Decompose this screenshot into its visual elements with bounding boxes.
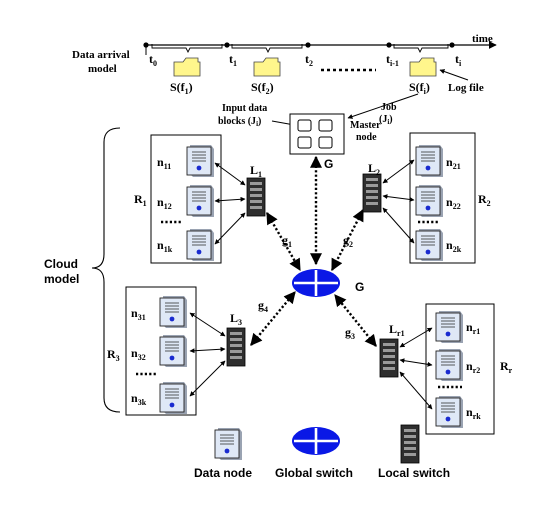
- file-label-i: S(fi): [409, 80, 430, 96]
- job-label-line2: (Ji): [379, 114, 393, 126]
- data-node-icon: [435, 348, 464, 382]
- rack-label: R2: [478, 192, 491, 208]
- data-node-icon: [415, 144, 444, 178]
- global-link-g4: [250, 291, 296, 346]
- node-label: n1k: [157, 238, 173, 254]
- legend-global-switch: Global switch: [275, 466, 353, 480]
- master-label-line2: node: [356, 132, 377, 143]
- timeline-label-line1: Data arrival: [72, 49, 130, 61]
- master-node: Input data blocks (Ji) Master node G: [218, 103, 381, 266]
- data-node-icon: [415, 228, 444, 262]
- legend: Data node Global switch Local switch: [194, 424, 450, 480]
- tick-dot: [305, 42, 311, 48]
- folder-icon: [409, 57, 437, 77]
- tick-dot: [386, 42, 392, 48]
- node-label: n2k: [446, 238, 462, 254]
- data-node-icon: [159, 334, 188, 368]
- global-switch: G: [290, 267, 364, 299]
- local-switch-icon: [362, 173, 382, 213]
- input-blocks-line2: blocks (Ji): [218, 116, 261, 128]
- time-axis-label: time: [472, 33, 493, 45]
- data-node-icon: [214, 427, 243, 461]
- data-node-icon: [159, 381, 188, 415]
- data-node-icon: [435, 395, 464, 429]
- cloud-model: Cloud model: [44, 127, 121, 413]
- rack-rr: nr1 nr2 nrk Rr Lr1 g3: [345, 303, 513, 435]
- node-label: n3k: [131, 391, 147, 407]
- local-switch-label: L2: [368, 161, 380, 177]
- node-label: n12: [157, 195, 172, 211]
- timeline-label-line2: model: [88, 63, 117, 75]
- tick-t0: t0: [149, 52, 157, 68]
- global-switch-label: G: [355, 280, 364, 294]
- node-label: n22: [446, 195, 461, 211]
- local-switch-label: L3: [230, 311, 242, 327]
- global-link-g3: [334, 294, 377, 347]
- tick-dot: [224, 42, 230, 48]
- data-node-icon: [415, 184, 444, 218]
- node-label: n11: [157, 155, 171, 171]
- master-label-line1: Master: [350, 120, 381, 131]
- tick-t1: t1: [229, 52, 237, 68]
- node-label: nrk: [466, 405, 481, 421]
- cloud-label-line1: Cloud: [44, 257, 78, 271]
- log-file-arrow: [439, 69, 469, 81]
- rack-label: Rr: [500, 359, 513, 375]
- folder-icon: [253, 57, 281, 77]
- job-arrow: [347, 93, 419, 119]
- link-label: g1: [282, 233, 292, 249]
- timeline: Data arrival model time t0 t1 t2 ti-1 ti…: [72, 33, 497, 126]
- node-label: n32: [131, 346, 146, 362]
- data-node-icon: [435, 310, 464, 344]
- legend-data-node: Data node: [194, 466, 252, 480]
- local-switch-icon: [246, 177, 266, 217]
- master-link-label: G: [324, 157, 333, 171]
- folder-icon: [173, 57, 201, 77]
- rack-r3: n31 n32 n3k R3 L3 g4: [107, 286, 268, 416]
- data-node-icon: [159, 295, 188, 329]
- tick-ti: ti: [455, 52, 462, 68]
- tick-ti-1: ti-1: [386, 52, 399, 68]
- input-blocks-line1: Input data: [222, 103, 267, 114]
- rack-r2: n21 n22 n2k R2 L2 g2: [343, 132, 491, 264]
- node-label: n21: [446, 155, 461, 171]
- master-node-box: [289, 113, 345, 155]
- local-switch-label: Lr1: [389, 322, 405, 338]
- local-switch-icon: [400, 424, 420, 464]
- data-node-icon: [186, 144, 215, 178]
- legend-local-switch: Local switch: [378, 466, 450, 480]
- local-switch-icon: [379, 338, 399, 378]
- data-node-icon: [186, 184, 215, 218]
- local-switch-icon: [226, 327, 246, 367]
- global-link-g1: [265, 211, 302, 272]
- rack-label: R3: [107, 347, 120, 363]
- link-label: g3: [345, 325, 355, 341]
- tick-t2: t2: [305, 52, 313, 68]
- log-file-label: Log file: [448, 82, 484, 94]
- tick-dot: [449, 42, 455, 48]
- file-label-2: S(f2): [251, 80, 274, 96]
- link-label: g2: [343, 233, 353, 249]
- data-node-icon: [186, 228, 215, 262]
- node-label: nr1: [466, 320, 480, 336]
- node-label: nr2: [466, 359, 480, 375]
- node-label: n31: [131, 306, 146, 322]
- global-switch-icon: [290, 425, 342, 457]
- rack-r1: n11 n12 n1k R1 L1 g1: [134, 134, 292, 264]
- cloud-label-line2: model: [44, 272, 79, 286]
- link-label: g4: [258, 298, 268, 314]
- cloud-brace: [91, 127, 121, 413]
- rack-label: R1: [134, 192, 147, 208]
- tick-dot: [143, 42, 149, 48]
- file-label-1: S(f1): [170, 80, 193, 96]
- local-switch-label: L1: [250, 163, 262, 179]
- global-switch-icon: [290, 267, 342, 299]
- job-label-line1: Job: [381, 102, 397, 113]
